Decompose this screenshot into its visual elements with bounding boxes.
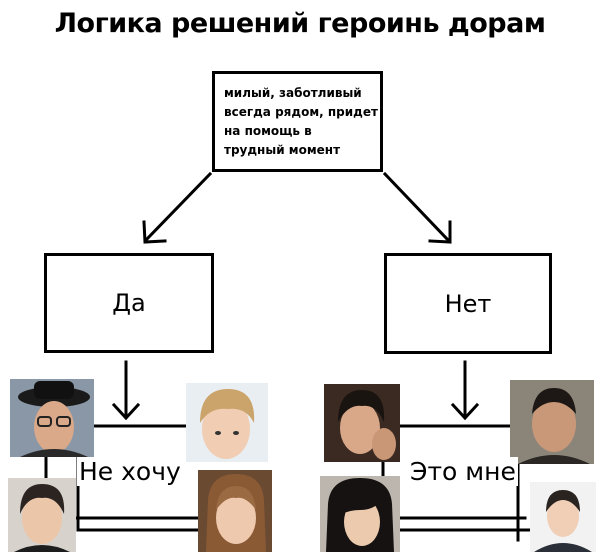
question-line-2: всегда рядом, придет [224,105,378,119]
portrait-hand-face [324,384,400,462]
portrait-dark-hair [8,478,76,552]
portrait-bangs [320,476,400,552]
question-line-4: трудный момент [224,143,341,157]
yes-box: Да [44,253,214,353]
arrow-to-no [382,171,451,243]
portrait-suit [530,482,596,552]
diagram-title: Логика решений героинь дорам [54,8,546,39]
portrait-hat-glasses [10,379,94,457]
yes-outcome-label: Не хочу [77,457,183,486]
no-label: Нет [444,289,492,318]
arrowhead-no [428,220,452,244]
arrowhead-yes [142,220,167,244]
no-outcome-label: Это мне [408,457,518,486]
portrait-long-hair [198,470,272,552]
question-box: милый, заботливый всегда рядом, придет н… [212,71,383,172]
no-box: Нет [384,253,552,354]
arrow-to-yes [143,171,213,243]
portrait-short-hair [510,380,594,464]
yes-label: Да [112,289,146,317]
question-line-1: милый, заботливый [224,86,362,100]
question-line-3: на помощь в [224,124,312,138]
portrait-blond [186,383,268,462]
